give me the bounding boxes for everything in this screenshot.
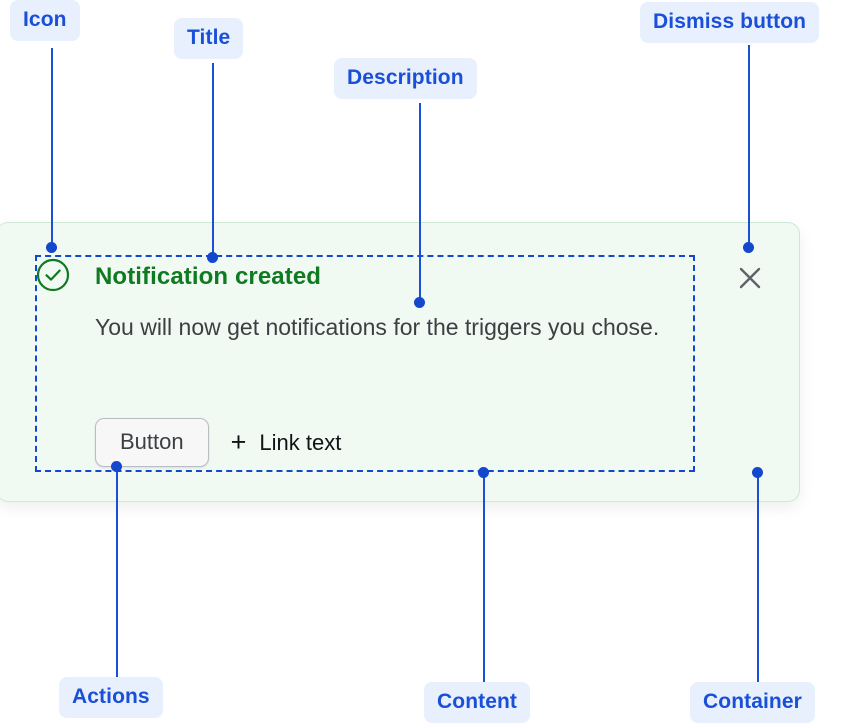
annotation-label-description: Description — [334, 58, 477, 99]
annotation-label-dismiss-button: Dismiss button — [640, 2, 820, 43]
leader-dot-container — [752, 467, 763, 478]
success-check-circle-icon — [36, 258, 70, 292]
leader-line-container — [757, 472, 759, 682]
notification-title: Notification created — [95, 263, 322, 290]
action-button[interactable]: Button — [95, 418, 209, 467]
leader-dot-actions — [111, 461, 122, 472]
leader-line-title — [212, 63, 214, 256]
leader-line-description — [419, 103, 421, 301]
notification-actions: Button + Link text — [95, 418, 341, 467]
leader-dot-description — [414, 297, 425, 308]
notification-description: You will now get notifications for the t… — [95, 314, 660, 340]
leader-line-icon — [51, 48, 53, 246]
leader-line-actions — [116, 466, 118, 677]
annotation-label-title: Title — [174, 18, 244, 59]
annotation-label-content: Content — [424, 682, 531, 723]
annotation-label-container: Container — [690, 682, 815, 723]
leader-line-dismiss-button — [748, 45, 750, 248]
dismiss-button[interactable] — [735, 263, 765, 293]
plus-icon: + — [230, 427, 247, 457]
action-link-label: Link text — [259, 429, 342, 455]
annotation-label-actions: Actions — [59, 677, 163, 718]
action-link[interactable]: + Link text — [231, 429, 342, 456]
leader-dot-icon — [46, 242, 57, 253]
leader-dot-content — [478, 467, 489, 478]
notification-content-region — [35, 255, 695, 472]
leader-line-content — [483, 472, 485, 682]
close-x-icon — [739, 267, 761, 289]
leader-dot-title — [207, 252, 218, 263]
leader-dot-dismiss-button — [743, 242, 754, 253]
annotation-label-icon: Icon — [10, 0, 80, 41]
